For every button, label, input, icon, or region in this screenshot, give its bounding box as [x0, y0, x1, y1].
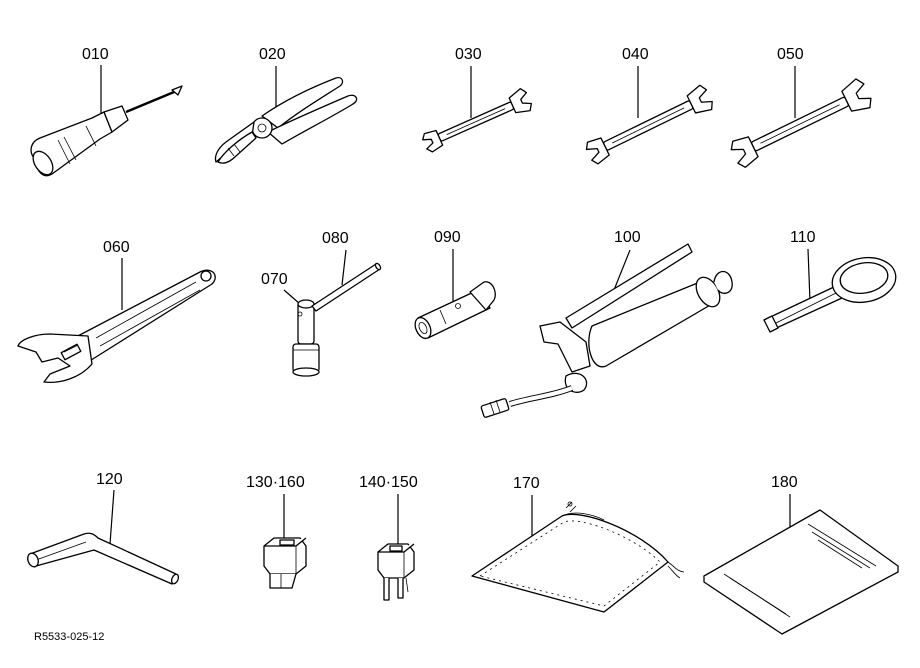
t-socket-wrench-icon — [292, 299, 320, 377]
part-090: 090 — [414, 229, 496, 340]
part-label-080: 080 — [322, 230, 349, 247]
part-110: 110 — [763, 229, 897, 333]
reference-code: R5533-025-12 — [34, 631, 104, 643]
part-label-120: 120 — [96, 471, 123, 488]
part-170: 170 — [471, 475, 685, 613]
pliers-icon — [214, 76, 358, 164]
medium-open-end-wrench-icon — [585, 84, 713, 165]
leader-line-110 — [807, 248, 811, 303]
part-label-060: 060 — [103, 239, 130, 256]
part-020: 020 — [214, 46, 358, 164]
part-120: 120 — [27, 471, 180, 585]
leader-line-070 — [283, 289, 301, 305]
part-060: 060 — [17, 239, 216, 384]
part-label-020: 020 — [259, 46, 286, 63]
part-050: 050 — [730, 46, 872, 168]
part-label-140-150: 140·150 — [359, 474, 418, 491]
part-label-180: 180 — [771, 474, 798, 491]
large-open-end-wrench-icon — [730, 78, 872, 168]
part-label-070: 070 — [261, 271, 288, 288]
part-030: 030 — [422, 46, 532, 153]
part-label-110: 110 — [790, 229, 816, 246]
part-070: 070 — [261, 271, 320, 377]
tool-bag-icon — [471, 501, 685, 613]
grease-gun-icon — [480, 243, 733, 418]
part-label-100: 100 — [614, 229, 641, 246]
part-label-090: 090 — [434, 229, 461, 246]
part-label-010: 010 — [82, 46, 109, 63]
manual-booklet-icon — [703, 509, 899, 635]
adjustable-wrench-icon — [17, 269, 216, 384]
part-label-170: 170 — [513, 475, 540, 492]
part-040: 040 — [585, 46, 713, 165]
fuse-icon — [377, 543, 415, 601]
leader-line-120 — [109, 489, 115, 545]
screwdriver-icon — [30, 85, 183, 177]
part-130-160: 130·160 — [246, 474, 307, 589]
part-label-050: 050 — [777, 46, 804, 63]
tommy-bar-icon — [311, 262, 382, 312]
part-010: 010 — [30, 46, 183, 177]
part-080: 080 — [311, 230, 382, 312]
part-180: 180 — [703, 474, 899, 635]
small-open-end-wrench-icon — [422, 88, 532, 153]
leader-line-100 — [613, 249, 631, 291]
hex-key-icon — [27, 532, 180, 585]
box-spanner-icon — [414, 281, 496, 340]
part-label-030: 030 — [455, 46, 482, 63]
ring-spanner-icon — [763, 256, 897, 333]
fuse-icon — [263, 537, 307, 589]
part-140-150: 140·150 — [359, 474, 418, 601]
part-label-040: 040 — [622, 46, 649, 63]
part-100: 100 — [480, 229, 733, 418]
part-label-130-160: 130·160 — [246, 474, 305, 491]
leader-line-080 — [341, 249, 347, 286]
